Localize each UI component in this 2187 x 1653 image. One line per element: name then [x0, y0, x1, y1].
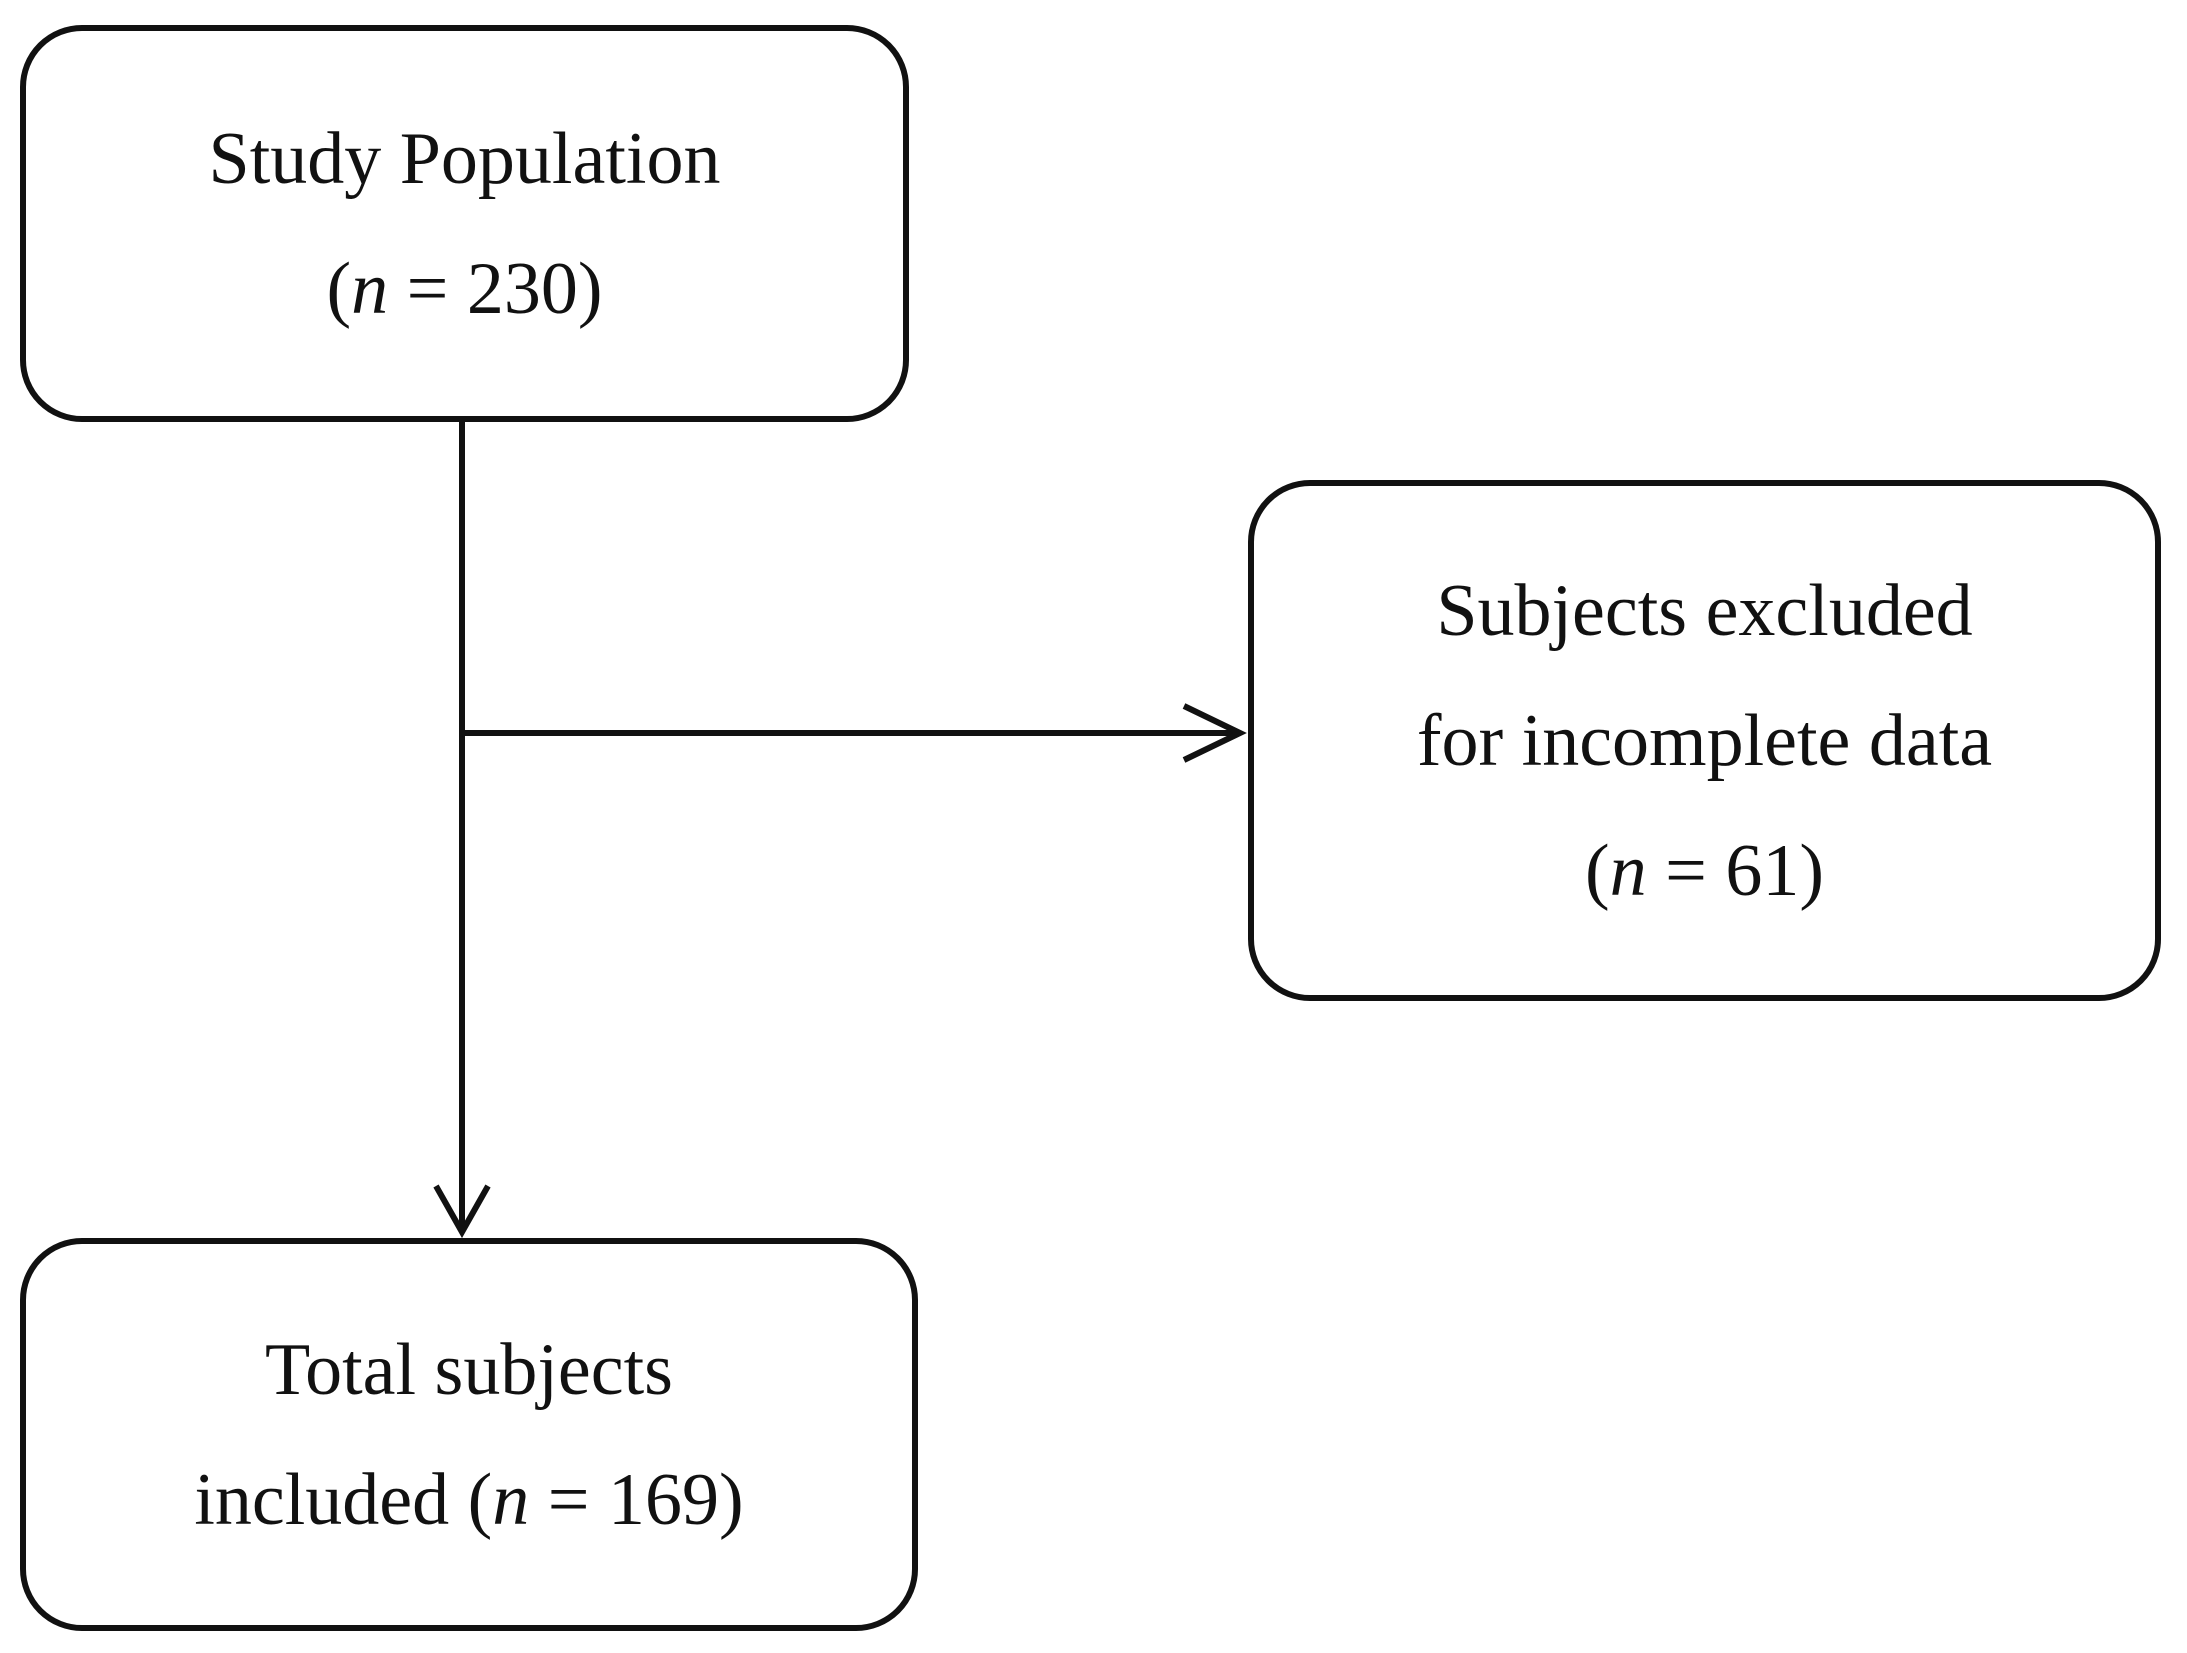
included-count: included (n = 169): [194, 1458, 744, 1541]
included-subjects-box: Total subjects included (n = 169): [20, 1238, 918, 1631]
excluded-subjects-box: Subjects excluded for incomplete data (n…: [1248, 480, 2161, 1001]
arrowhead-down: [433, 1184, 491, 1239]
study-population-title: Study Population: [208, 117, 721, 200]
excluded-count: (n = 61): [1584, 829, 1825, 912]
arrowhead-right: [1182, 703, 1247, 763]
study-population-box: Study Population (n = 230): [20, 25, 909, 422]
excluded-label-line1: Subjects excluded: [1436, 569, 1973, 652]
study-population-count: (n = 230): [326, 247, 603, 330]
excluded-label-line2: for incomplete data: [1416, 699, 1993, 782]
included-label-line1: Total subjects: [265, 1328, 673, 1411]
